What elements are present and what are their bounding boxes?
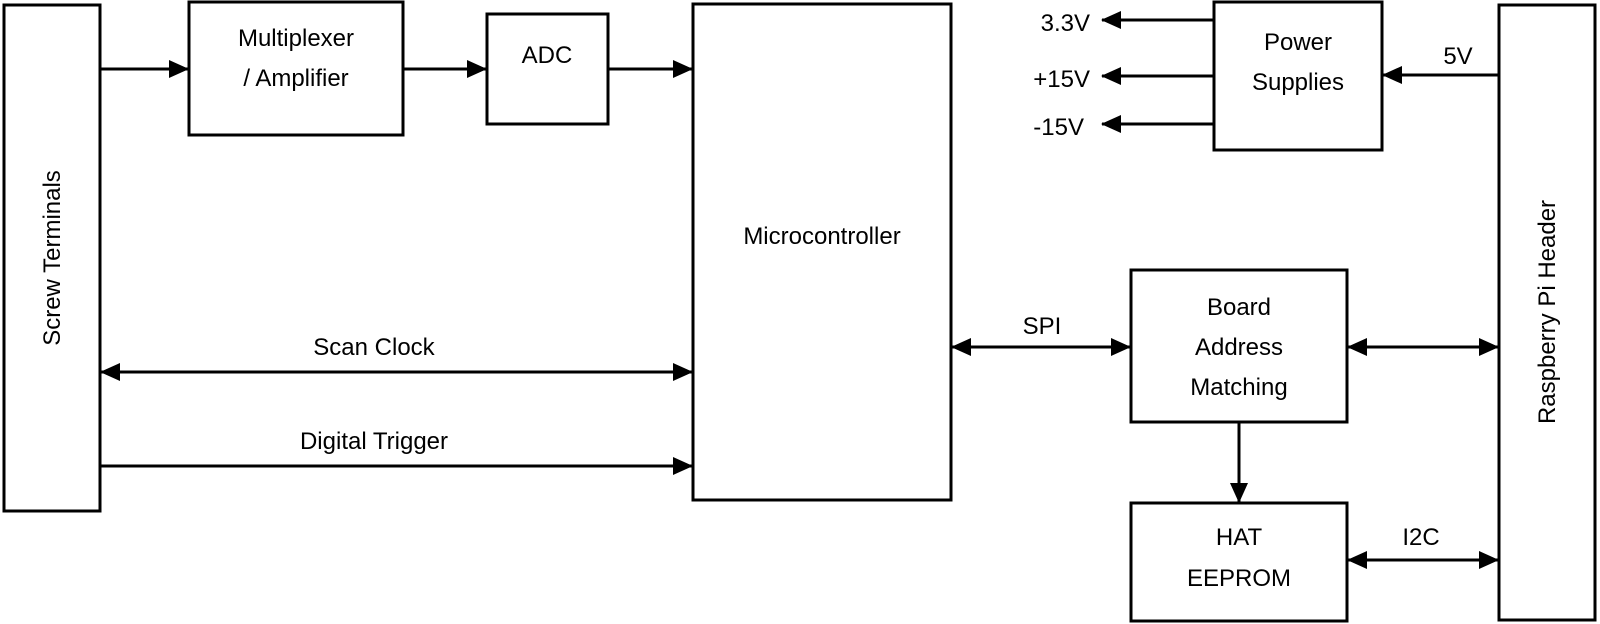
spi-label: SPI: [1023, 313, 1062, 340]
microcontroller-block: Microcontroller: [691, 2, 953, 502]
adc-label: ADC: [522, 42, 573, 69]
hat-eeprom-label-line2: EEPROM: [1187, 565, 1291, 592]
3v3-label: 3.3V: [1041, 10, 1090, 37]
multiplexer-label-line1: Multiplexer: [238, 25, 354, 52]
board-address-label-line2: Address: [1195, 334, 1283, 361]
power-supplies-label-line2: Supplies: [1252, 69, 1344, 96]
board-address-matching-block: Board Address Matching: [1129, 268, 1349, 424]
hat-eeprom-block: HAT EEPROM: [1129, 501, 1349, 623]
scan-clock-label: Scan Clock: [313, 334, 435, 361]
screw-terminals-label: Screw Terminals: [39, 170, 66, 346]
board-address-label-line1: Board: [1207, 294, 1271, 321]
microcontroller-label: Microcontroller: [743, 223, 900, 250]
15v-pos-label: +15V: [1033, 66, 1090, 93]
adc-block: ADC: [485, 12, 610, 126]
raspberry-pi-header-label: Raspberry Pi Header: [1534, 200, 1561, 424]
hat-eeprom-label-line1: HAT: [1216, 524, 1263, 551]
screw-terminals-block: Screw Terminals: [2, 3, 102, 513]
multiplexer-label-line2: / Amplifier: [243, 65, 348, 92]
board-address-label-line3: Matching: [1190, 374, 1287, 401]
i2c-label: I2C: [1402, 524, 1439, 551]
multiplexer-amplifier-block: Multiplexer / Amplifier: [187, 0, 405, 137]
5v-label: 5V: [1443, 43, 1472, 70]
power-supplies-block: Power Supplies: [1212, 0, 1384, 152]
15v-neg-label: -15V: [1033, 114, 1084, 141]
digital-trigger-label: Digital Trigger: [300, 428, 448, 455]
raspberry-pi-header-block: Raspberry Pi Header: [1497, 3, 1597, 622]
power-supplies-label-line1: Power: [1264, 29, 1332, 56]
